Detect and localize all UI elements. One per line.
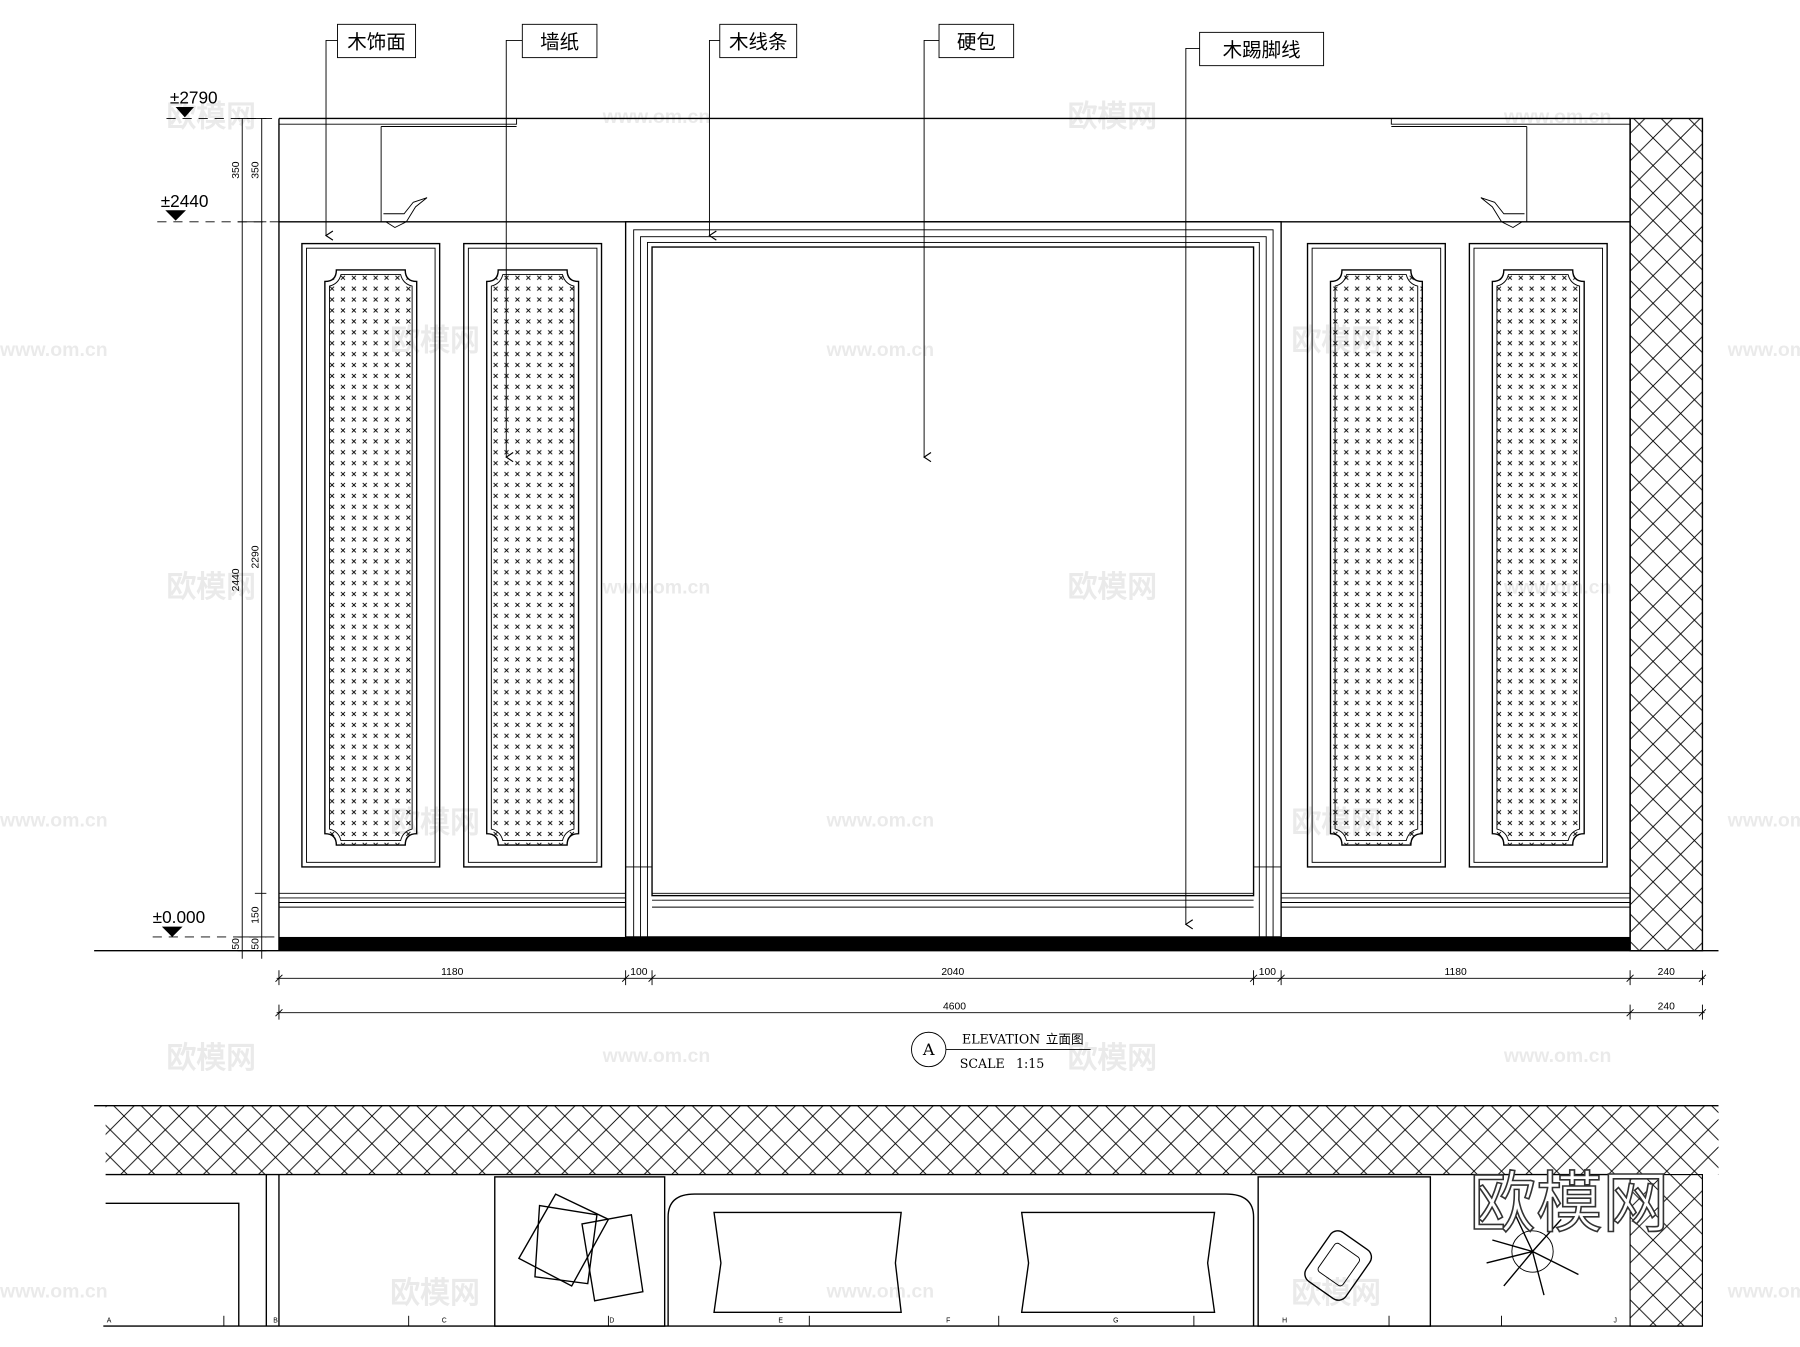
watermark-cn: 欧模网 <box>1068 570 1157 605</box>
wallpaper-panel <box>1468 242 1608 868</box>
level-2790: ±2790 <box>170 88 218 108</box>
watermark-url: www.om.cn <box>602 106 711 128</box>
dimension-label: 4600 <box>943 1001 966 1012</box>
watermark-url: www.om.cn <box>826 810 935 832</box>
callout-wallpaper: 墙纸 <box>505 23 598 463</box>
watermark-cn: 欧模网 <box>1068 1041 1157 1076</box>
wall-hatch <box>1629 117 1704 952</box>
telephone-icon <box>1304 1230 1373 1301</box>
wallpaper-panel <box>463 242 603 868</box>
dim-inner-2290: 2290 <box>250 545 261 568</box>
elevation-view <box>94 117 1719 952</box>
drawing-title: A ELEVATION 立面图 SCALE 1:15 <box>911 1032 1091 1071</box>
callout-label: 木线条 <box>729 30 788 53</box>
watermark-cn: 欧模网 <box>390 1276 479 1311</box>
grid-letter: F <box>946 1318 950 1325</box>
watermark-url: www.om.cn <box>0 810 108 832</box>
grid-letter: H <box>1282 1318 1287 1325</box>
horizontal-dimensions: 1180 100 2040 100 1180 240 4600 240 <box>275 967 1707 1020</box>
dimension-label: 1180 <box>1445 967 1467 978</box>
dimension-label: 240 <box>1658 1001 1675 1012</box>
watermark-url: www.om.cn <box>826 1280 935 1302</box>
callout-wood-moulding: 木线条 <box>708 23 798 241</box>
callout-label: 木踢脚线 <box>1223 38 1301 61</box>
watermark-cn: 欧模网 <box>166 570 255 605</box>
watermark-url: www.om.cn <box>1503 1045 1612 1067</box>
title-name: ELEVATION <box>962 1032 1040 1047</box>
callout-label: 墙纸 <box>540 30 579 53</box>
grid-letter: B <box>273 1318 278 1325</box>
dim-outer-350: 350 <box>231 161 242 178</box>
watermark-url: www.om.cn <box>1503 106 1612 128</box>
vertical-dimensions: 350 2440 50 350 2290 150 50 <box>231 118 267 959</box>
plan-wall-hatch <box>105 1105 1719 1175</box>
dim-outer-2440: 2440 <box>231 568 242 591</box>
grid-letter: D <box>609 1318 614 1325</box>
watermark-url: www.om.cn <box>1727 1280 1800 1302</box>
watermark-url: www.om.cn <box>602 577 711 599</box>
dimension-label: 1180 <box>441 967 463 978</box>
pillow-right <box>1020 1211 1216 1314</box>
dimension-label: 2040 <box>941 967 964 978</box>
level-markers: ±2790 ±2440 ±0.000 <box>152 88 279 938</box>
center-hard-upholstery-frame <box>624 221 1282 938</box>
cornice-profile-left <box>383 197 428 229</box>
dim-outer-50: 50 <box>231 938 242 950</box>
callout-hard-upholstery: 硬包 <box>923 23 1015 463</box>
watermark-url: www.om.cn <box>602 1045 711 1067</box>
watermark-cn: 欧模网 <box>166 99 255 134</box>
dimension-label: 100 <box>630 967 647 978</box>
callout-label: 硬包 <box>957 30 996 53</box>
dim-inner-350: 350 <box>250 161 261 178</box>
dimension-label: 240 <box>1658 967 1675 978</box>
pillow-left <box>713 1211 902 1314</box>
plant-icon <box>1486 1214 1579 1296</box>
watermark-url: www.om.cn <box>0 1280 108 1302</box>
watermark-cn: 欧模网 <box>1291 1276 1380 1311</box>
logo-watermark: 欧模网 <box>1469 1164 1669 1242</box>
dim-inner-150: 150 <box>250 906 261 923</box>
watermark-url: www.om.cn <box>0 339 108 361</box>
wallpaper-panel <box>1306 242 1446 868</box>
callout-wood-skirting: 木踢脚线 <box>1184 31 1325 930</box>
scale-value: 1:15 <box>1016 1056 1044 1071</box>
grid-letter: J <box>1613 1318 1616 1325</box>
title-name-cn: 立面图 <box>1046 1032 1084 1047</box>
callout-label: 木饰面 <box>347 30 406 53</box>
dimension-label: 100 <box>1259 967 1276 978</box>
watermark-url: www.om.cn <box>1727 810 1800 832</box>
watermark-cn: 欧模网 <box>166 1041 255 1076</box>
grid-letter: E <box>778 1318 783 1325</box>
cornice-profile-right <box>1480 197 1525 229</box>
wallpaper-panel <box>301 242 441 868</box>
grid-letter: C <box>442 1318 447 1325</box>
scale-label: SCALE <box>960 1056 1005 1071</box>
skirting-base <box>278 936 1631 951</box>
watermark-url: www.om.cn <box>1727 339 1800 361</box>
title-marker: A <box>922 1040 935 1059</box>
watermark-url: www.om.cn <box>826 339 935 361</box>
callout-wood-veneer: 木饰面 <box>324 23 417 241</box>
watermark-cn: 欧模网 <box>1068 99 1157 134</box>
level-2440: ±2440 <box>161 191 209 211</box>
books-icon <box>517 1193 644 1302</box>
dim-inner-50: 50 <box>250 938 261 950</box>
level-0: ±0.000 <box>153 907 206 927</box>
grid-letter: G <box>1113 1318 1118 1325</box>
grid-letter: A <box>107 1318 112 1325</box>
